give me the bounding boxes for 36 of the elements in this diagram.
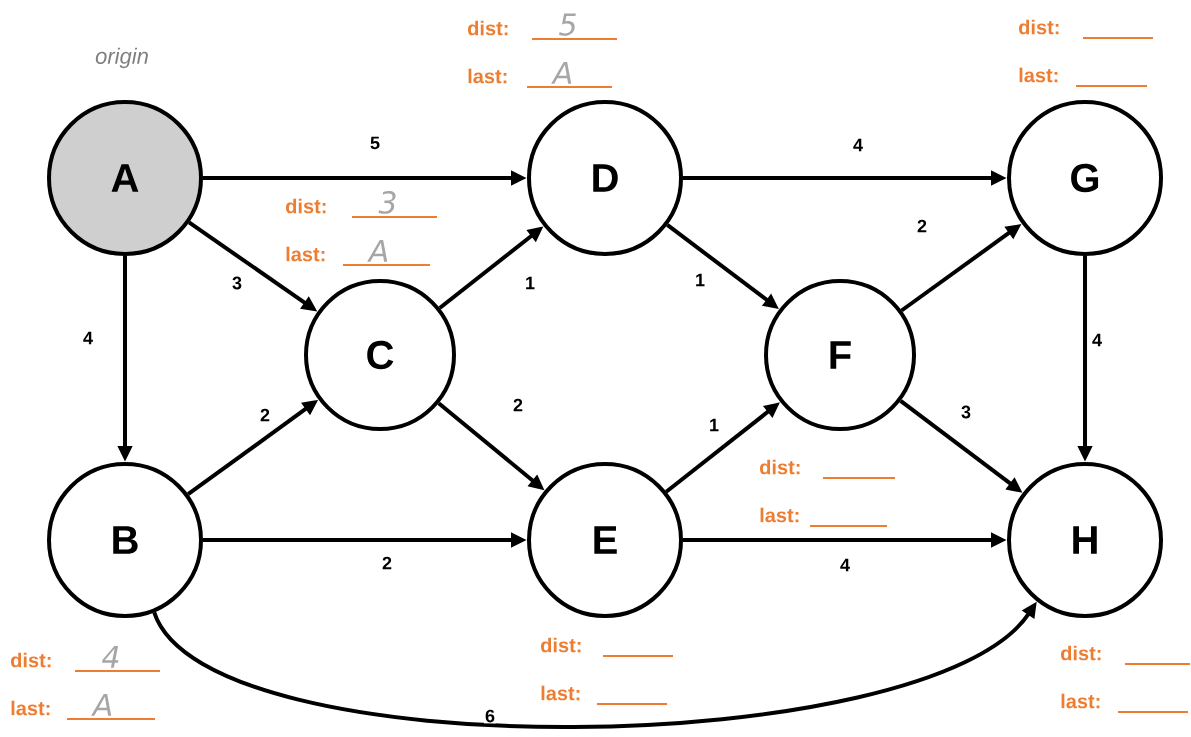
handwritten-value: 5 xyxy=(559,13,576,36)
handwritten-value: 3 xyxy=(378,191,396,214)
edge-label: 4 xyxy=(1091,332,1103,348)
edge-label: 2 xyxy=(512,397,524,413)
edge-label: 2 xyxy=(259,407,271,423)
edge-label: 2 xyxy=(381,555,393,571)
node-caption: origin xyxy=(95,47,148,69)
field-label: last: xyxy=(286,246,325,262)
handwritten-value: A xyxy=(91,693,112,716)
edge-label: 1 xyxy=(694,272,706,288)
field-label: dist: xyxy=(541,637,581,653)
edge-label: 3 xyxy=(231,275,243,291)
field-label: dist: xyxy=(286,198,326,214)
field-label: last: xyxy=(541,685,580,701)
field-label: last: xyxy=(1019,67,1058,83)
edge-label: 4 xyxy=(852,137,864,153)
edge-label: 6 xyxy=(484,708,496,724)
edge-label: 3 xyxy=(960,404,972,420)
field-label: dist: xyxy=(468,20,508,36)
field-label: dist: xyxy=(1061,645,1101,661)
field-label: dist: xyxy=(1019,19,1059,35)
field-label: last: xyxy=(1061,693,1100,709)
field-label: dist: xyxy=(760,459,800,475)
edge-label: 2 xyxy=(916,218,928,234)
edge-label: 4 xyxy=(839,557,851,573)
handwritten-value: A xyxy=(367,239,388,262)
field-label: dist: xyxy=(11,652,51,668)
edge-label: 5 xyxy=(369,135,381,151)
handwritten-value: A xyxy=(551,61,572,84)
edge-label: 1 xyxy=(524,275,536,291)
edge-label: 4 xyxy=(82,330,94,346)
field-label: last: xyxy=(11,700,50,716)
edge-label: 1 xyxy=(708,417,720,433)
field-label: last: xyxy=(760,507,799,523)
handwritten-value: 4 xyxy=(102,645,119,668)
field-label: last: xyxy=(468,68,507,84)
